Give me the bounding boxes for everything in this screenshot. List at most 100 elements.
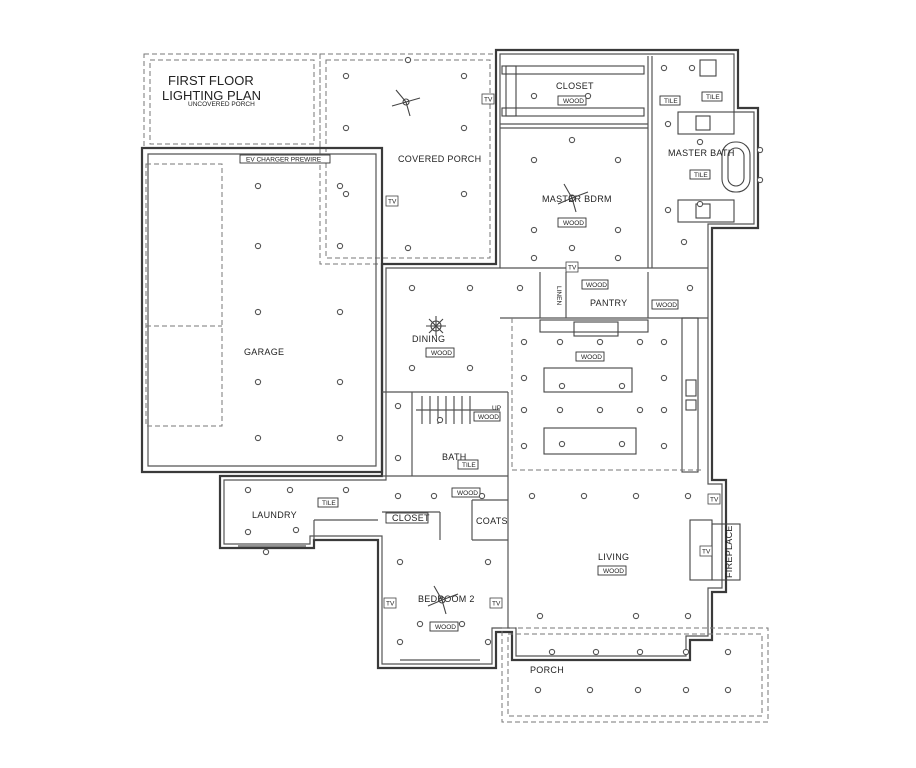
recessed-light-icon (408, 284, 416, 292)
recessed-light-icon (660, 374, 668, 382)
recessed-light-icon (244, 528, 252, 536)
recessed-light-icon (592, 648, 600, 656)
recessed-light-icon (558, 382, 566, 390)
recessed-light-icon (254, 182, 262, 190)
house-walls: UP (218, 48, 760, 670)
recessed-light-icon (254, 434, 262, 442)
recessed-light-icon (416, 620, 424, 628)
recessed-light-icon (724, 686, 732, 694)
recessed-light-icon (466, 284, 474, 292)
wood-tag: WOOD (457, 490, 478, 497)
recessed-light-icon (262, 548, 270, 556)
tv-marker: TV (702, 549, 711, 556)
recessed-light-icon (286, 486, 294, 494)
recessed-light-icon (404, 56, 412, 64)
recessed-light-icon (336, 434, 344, 442)
master-closet: CLOSET (501, 65, 645, 117)
garage-label: GARAGE (244, 347, 284, 357)
bedroom2-label: BEDROOM 2 (418, 594, 475, 604)
covered-porch: COVERED PORCH (319, 53, 497, 265)
floor-tags: WOOD WOOD WOOD WOOD WOOD WOOD WOOD WOOD … (317, 91, 723, 632)
stairs: UP (416, 396, 501, 424)
chandelier-icon (426, 316, 446, 336)
tv-marker: TV (484, 97, 493, 104)
bedroom2-closet-label: CLOSET (392, 513, 430, 523)
ceiling-fan-icon (557, 183, 589, 213)
recessed-light-icon (556, 406, 564, 414)
recessed-light-icon (530, 254, 538, 262)
plan-title-line2: LIGHTING PLAN (162, 88, 261, 103)
recessed-light-icon (680, 238, 688, 246)
porch-label: PORCH (530, 665, 564, 675)
recessed-light-icon (530, 92, 538, 100)
recessed-light-icon (756, 146, 764, 154)
wood-tag: WOOD (656, 302, 677, 309)
recessed-light-icon (596, 338, 604, 346)
recessed-light-icon (660, 406, 668, 414)
recessed-light-icon (632, 612, 640, 620)
recessed-light-icon (466, 364, 474, 372)
linen-label: LINEN (555, 286, 562, 305)
recessed-light-icon (664, 120, 672, 128)
living-label: LIVING (598, 552, 629, 562)
recessed-light-icon (404, 244, 412, 252)
recessed-light-icon (436, 416, 444, 424)
ceiling-fan-icon (391, 89, 421, 117)
wood-tag: WOOD (603, 568, 624, 575)
recessed-light-icon (460, 72, 468, 80)
wood-tag: WOOD (581, 354, 602, 361)
recessed-light-icon (614, 156, 622, 164)
recessed-light-icon (460, 124, 468, 132)
recessed-light-icon (632, 492, 640, 500)
tv-marker: TV (492, 601, 501, 608)
recessed-light-icon (336, 242, 344, 250)
recessed-light-icon (396, 638, 404, 646)
recessed-light-icon (568, 244, 576, 252)
wood-tag: WOOD (478, 414, 499, 421)
tile-tag: TILE (664, 98, 678, 105)
recessed-light-icon (664, 206, 672, 214)
recessed-light-icon (394, 454, 402, 462)
recessed-light-icon (684, 612, 692, 620)
plan-title-line1: FIRST FLOOR (168, 73, 254, 88)
recessed-light-icon (534, 686, 542, 694)
ceiling-lights (244, 56, 764, 694)
recessed-light-icon (336, 378, 344, 386)
recessed-light-icon (254, 242, 262, 250)
recessed-light-icon (618, 382, 626, 390)
recessed-light-icon (342, 72, 350, 80)
tv-marker: TV (568, 265, 577, 272)
tile-tag: TILE (706, 94, 720, 101)
recessed-light-icon (394, 492, 402, 500)
recessed-light-icon (696, 138, 704, 146)
recessed-light-icon (636, 406, 644, 414)
master-bdrm-label: MASTER BDRM (542, 194, 612, 204)
master-bath: MASTER BATH (668, 59, 751, 223)
recessed-light-icon (580, 492, 588, 500)
recessed-light-icon (756, 176, 764, 184)
recessed-light-icon (530, 156, 538, 164)
wood-tag: WOOD (435, 624, 456, 631)
dining-label: DINING (412, 334, 445, 344)
uncovered-porch-label: UNCOVERED PORCH (188, 101, 255, 108)
wood-tag: WOOD (586, 282, 607, 289)
laundry-label: LAUNDRY (252, 510, 297, 520)
recessed-light-icon (682, 648, 690, 656)
recessed-light-icon (292, 526, 300, 534)
tv-marker: TV (388, 199, 397, 206)
recessed-light-icon (528, 492, 536, 500)
tv-markers: TV TV TV TV TV TV TV (383, 93, 721, 609)
recessed-light-icon (478, 492, 486, 500)
recessed-light-icon (430, 492, 438, 500)
recessed-light-icon (342, 124, 350, 132)
recessed-light-icon (634, 686, 642, 694)
recessed-light-icon (336, 182, 344, 190)
master-closet-label: CLOSET (556, 81, 594, 91)
tile-tag: TILE (694, 172, 708, 179)
coats-label: COATS (476, 516, 508, 526)
covered-porch-label: COVERED PORCH (398, 154, 481, 164)
recessed-light-icon (688, 64, 696, 72)
recessed-light-icon (520, 374, 528, 382)
recessed-light-icon (536, 612, 544, 620)
recessed-light-icon (568, 136, 576, 144)
